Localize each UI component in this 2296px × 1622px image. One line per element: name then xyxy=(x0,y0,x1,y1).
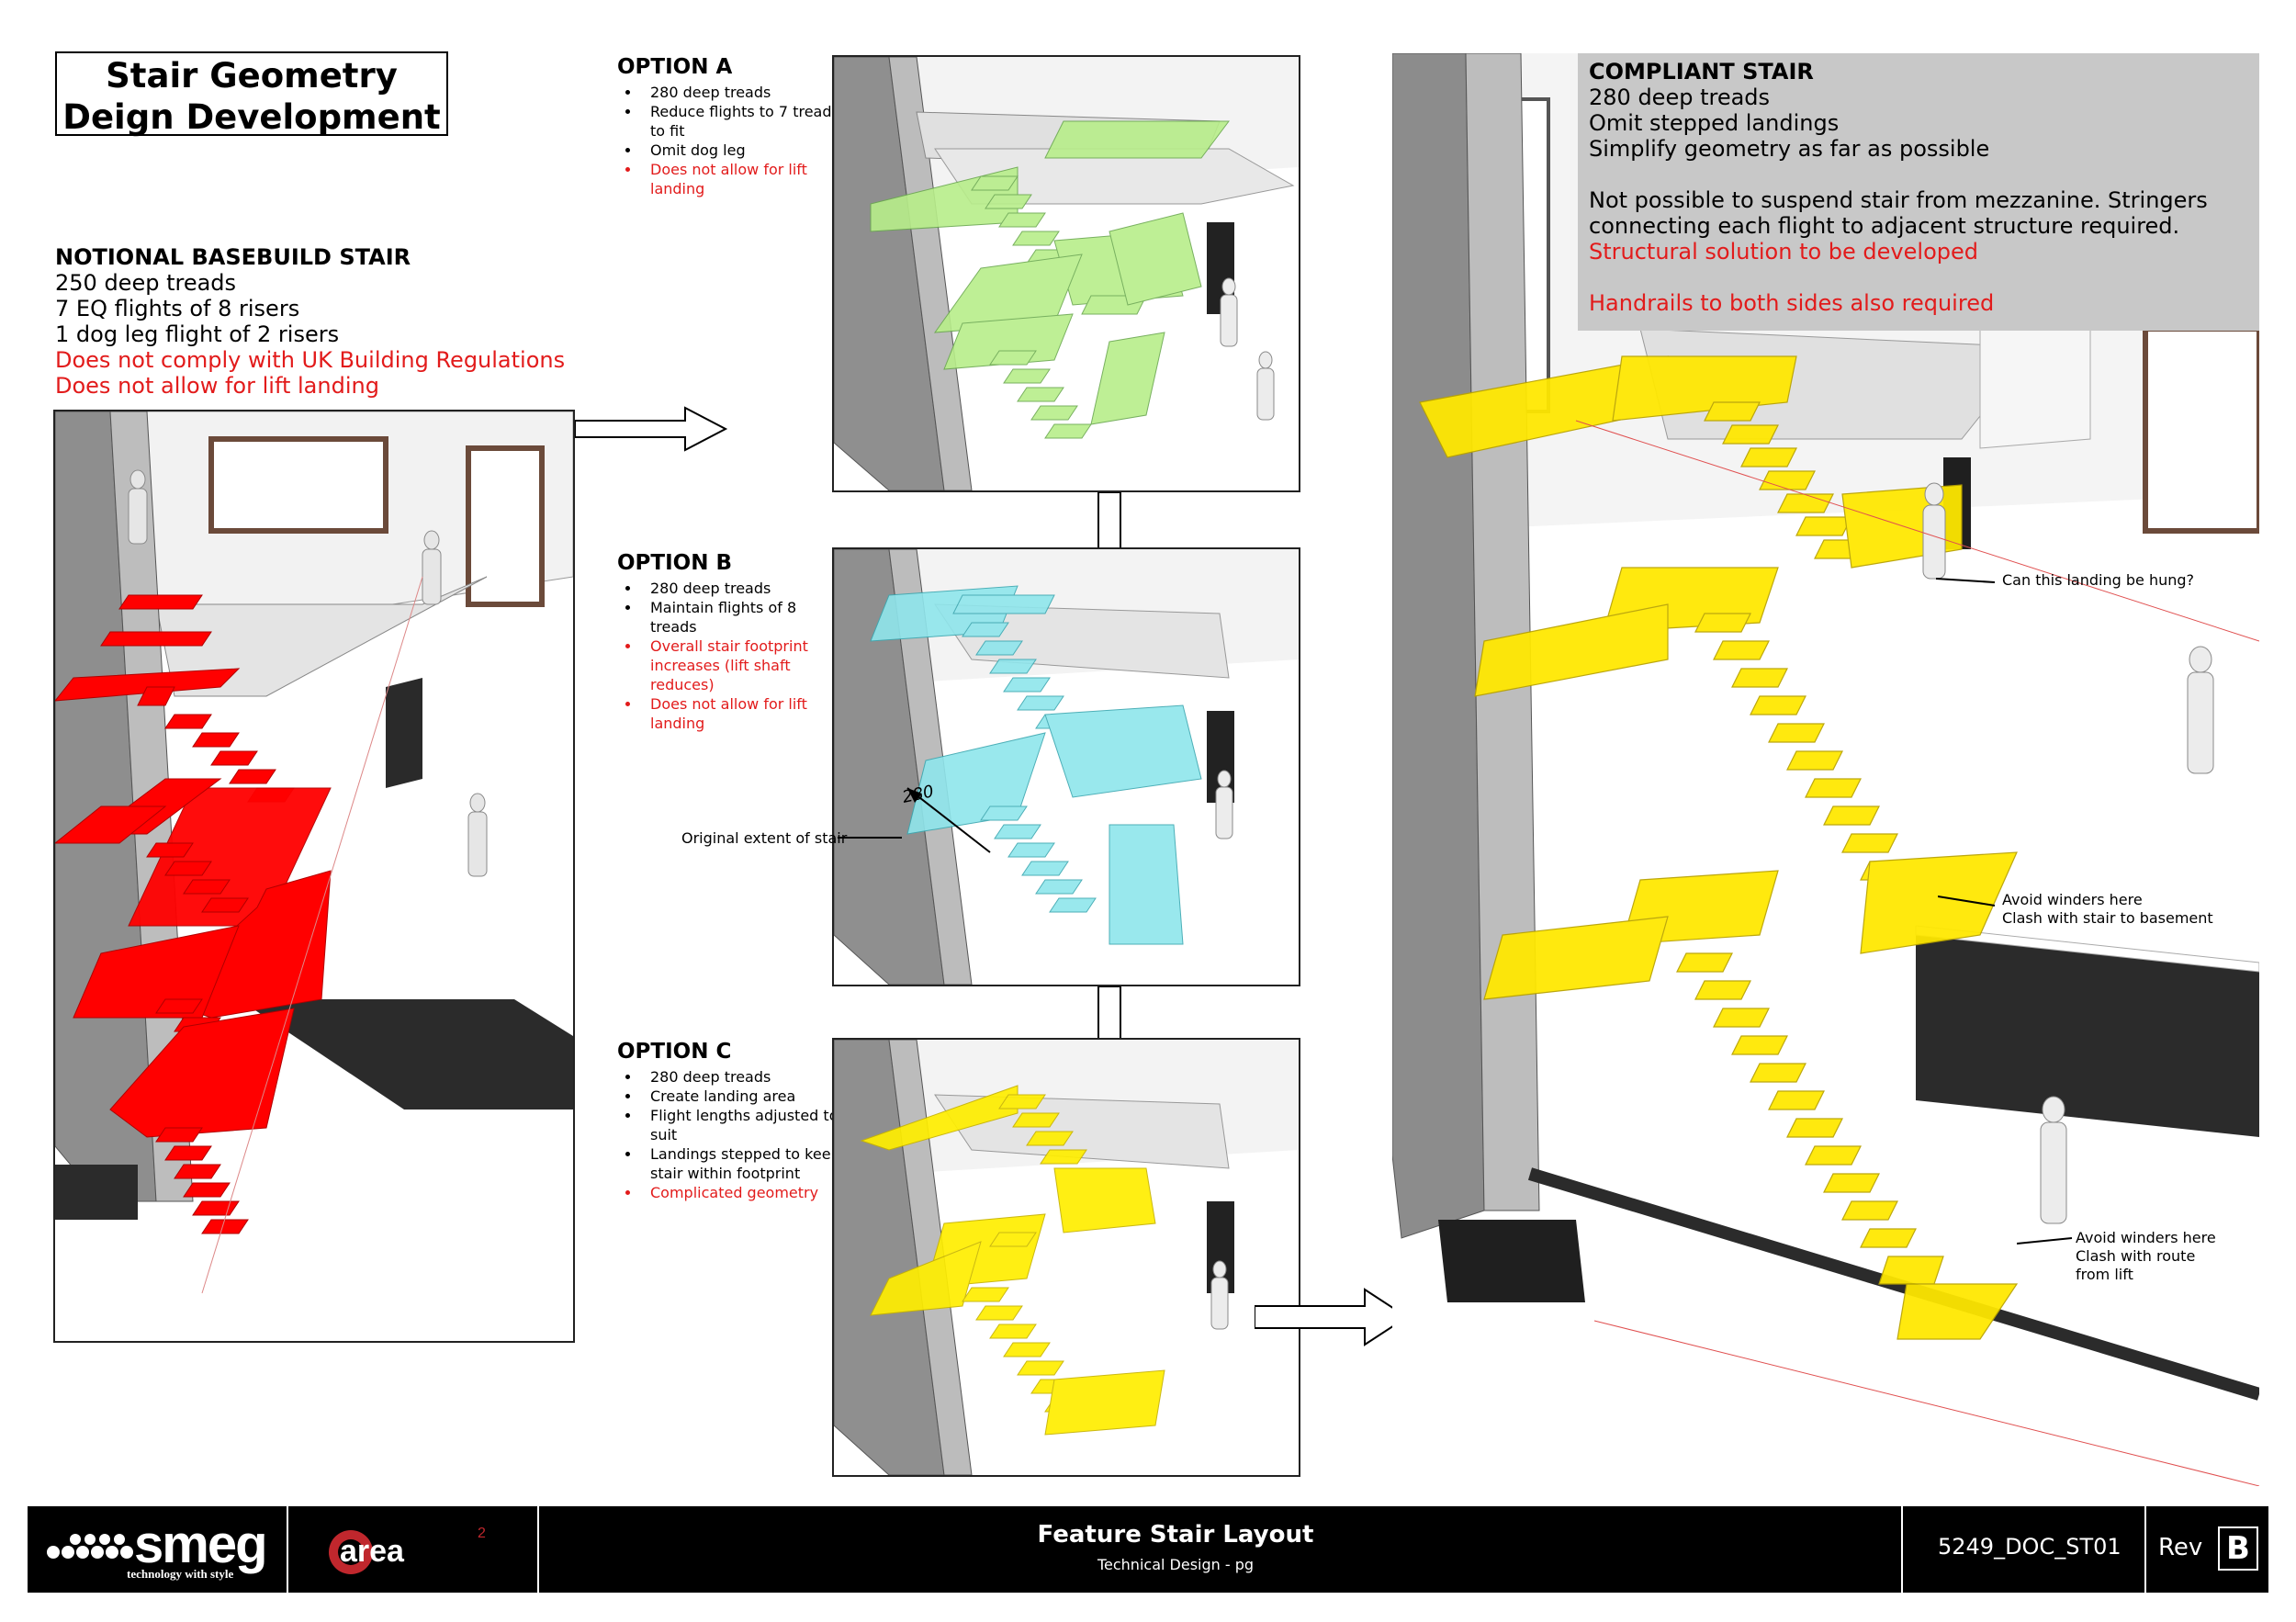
area-logo-text: area xyxy=(340,1534,405,1569)
callout-line: Clash with stair to basement xyxy=(2002,909,2213,927)
area2-logo: area 2 xyxy=(321,1519,523,1580)
notional-line: 7 EQ flights of 8 risers xyxy=(55,296,300,321)
notional-description: NOTIONAL BASEBUILD STAIR 250 deep treads… xyxy=(55,244,565,399)
revision-value: B xyxy=(2218,1526,2258,1571)
compliant-note: COMPLIANT STAIR 280 deep treads Omit ste… xyxy=(1578,53,2259,331)
callout-line: Avoid winders here xyxy=(2002,891,2143,908)
title-block-footer: smeg technology with style area 2 Featur… xyxy=(28,1506,2268,1593)
callout-leader xyxy=(838,837,902,839)
option-b-item: 280 deep treads xyxy=(641,579,843,598)
callout-line: Avoid winders here xyxy=(2076,1229,2216,1246)
option-a-warning: Does not allow for lift landing xyxy=(641,160,843,198)
smeg-logo: smeg technology with style xyxy=(46,1515,285,1581)
option-c-list: 280 deep treads Create landing area Flig… xyxy=(617,1067,843,1202)
callout-line: Clash with route xyxy=(2076,1247,2196,1265)
option-a-item: Reduce flights to 7 treads to fit xyxy=(641,102,843,141)
smeg-dots-icon xyxy=(47,1534,133,1559)
compliant-note-line: Not possible to suspend stair from mezza… xyxy=(1589,187,2208,213)
option-c-warning: Complicated geometry xyxy=(641,1183,843,1202)
notional-heading: NOTIONAL BASEBUILD STAIR xyxy=(55,244,411,270)
option-c-item: Create landing area xyxy=(641,1087,843,1106)
smeg-wordmark: smeg xyxy=(134,1515,268,1574)
compliant-line: Simplify geometry as far as possible xyxy=(1589,136,1990,162)
option-b-drawing: 280 xyxy=(832,547,1300,986)
option-c-drawing xyxy=(832,1038,1300,1477)
option-b-description: OPTION B 280 deep treads Maintain flight… xyxy=(617,551,843,733)
winders-callout-1: Avoid winders here Clash with stair to b… xyxy=(2002,891,2213,928)
compliant-heading: COMPLIANT STAIR xyxy=(1589,59,1814,84)
original-extent-callout: Original extent of stair xyxy=(681,829,848,847)
option-a-drawing xyxy=(832,55,1300,492)
landing-callout: Can this landing be hung? xyxy=(2002,571,2195,589)
winders-callout-2: Avoid winders here Clash with route from… xyxy=(2076,1229,2216,1284)
page-title: Stair Geometry Deign Development xyxy=(55,51,448,137)
compliant-warning: Structural solution to be developed xyxy=(1589,239,1978,265)
smeg-tagline: technology with style xyxy=(127,1567,234,1581)
option-b-item: Maintain flights of 8 treads xyxy=(641,598,843,636)
arrow-right-icon xyxy=(1255,1288,1409,1346)
callout-leader xyxy=(1938,895,1996,907)
compliant-note-line: connecting each flight to adjacent struc… xyxy=(1589,213,2180,239)
option-b-warning: Overall stair footprint increases (lift … xyxy=(641,636,843,694)
callout-line: from lift xyxy=(2076,1266,2133,1283)
notional-warning: Does not allow for lift landing xyxy=(55,373,379,399)
option-a-description: OPTION A 280 deep treads Reduce flights … xyxy=(617,55,843,198)
option-b-warning: Does not allow for lift landing xyxy=(641,694,843,733)
compliant-line: Omit stepped landings xyxy=(1589,110,1840,136)
option-c-item: Landings stepped to keep stair within fo… xyxy=(641,1144,843,1183)
compliant-warning: Handrails to both sides also required xyxy=(1589,290,1995,316)
revision-label: Rev xyxy=(2158,1534,2203,1561)
option-c-item: 280 deep treads xyxy=(641,1067,843,1087)
compliant-line: 280 deep treads xyxy=(1589,84,1771,110)
option-b-title: OPTION B xyxy=(617,551,732,575)
document-number: 5249_DOC_ST01 xyxy=(1938,1534,2122,1560)
option-a-item: 280 deep treads xyxy=(641,83,843,102)
notional-warning: Does not comply with UK Building Regulat… xyxy=(55,347,566,373)
notional-line: 250 deep treads xyxy=(55,270,237,296)
option-c-item: Flight lengths adjusted to suit xyxy=(641,1106,843,1144)
option-c-description: OPTION C 280 deep treads Create landing … xyxy=(617,1040,843,1202)
option-a-item: Omit dog leg xyxy=(641,141,843,160)
document-subtitle: Technical Design - pg xyxy=(1097,1556,1255,1573)
area-logo-superscript: 2 xyxy=(478,1526,486,1541)
callout-leader xyxy=(2017,1237,2073,1245)
callout-leader xyxy=(1936,578,1996,583)
notional-stair-drawing xyxy=(53,410,575,1343)
page-title-line1: Stair Geometry xyxy=(106,56,398,96)
option-a-list: 280 deep treads Reduce flights to 7 trea… xyxy=(617,83,843,198)
page-title-line2: Deign Development xyxy=(62,97,441,137)
notional-line: 1 dog leg flight of 2 risers xyxy=(55,321,340,347)
option-a-title: OPTION A xyxy=(617,55,733,79)
arrow-right-icon xyxy=(575,406,728,452)
option-c-title: OPTION C xyxy=(617,1040,732,1064)
option-b-list: 280 deep treads Maintain flights of 8 tr… xyxy=(617,579,843,733)
document-title: Feature Stair Layout xyxy=(1037,1521,1314,1549)
